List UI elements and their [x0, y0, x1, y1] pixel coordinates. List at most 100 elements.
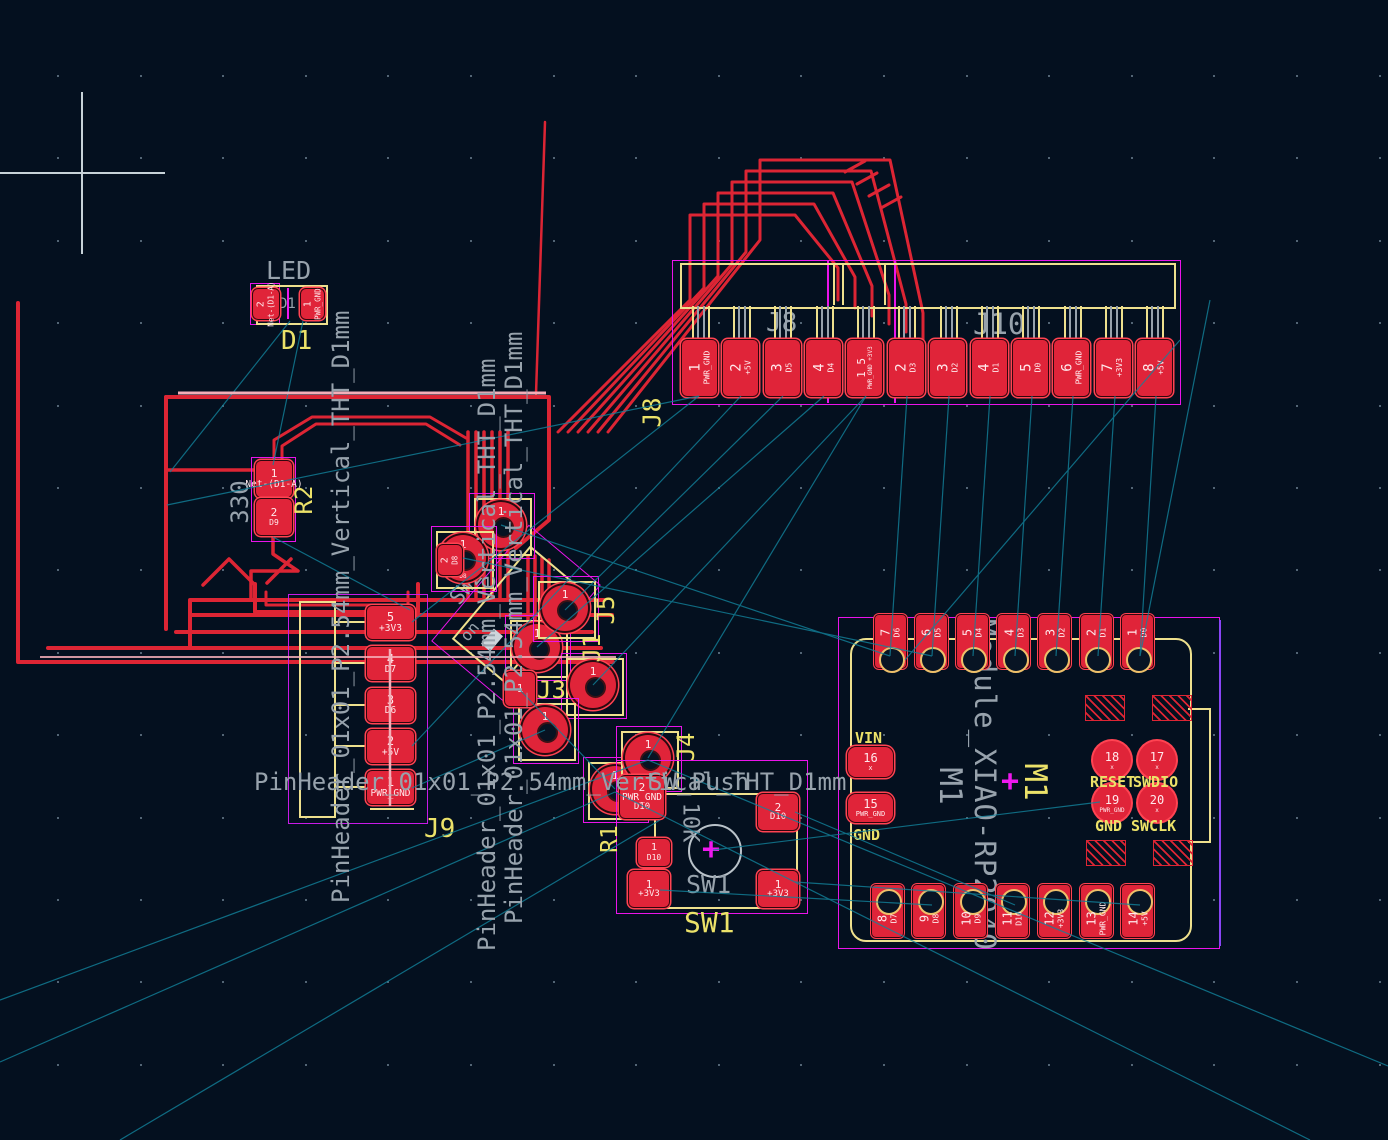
grid-dot: [883, 75, 885, 77]
m1-reset-label: RESET: [1090, 773, 1136, 791]
j9-pad-2[interactable]: 2+5V: [367, 729, 414, 763]
sw1-pad-1-left[interactable]: 1+3V3: [629, 871, 669, 907]
grid-dot: [1048, 239, 1051, 242]
j8-pin-stem: [939, 306, 942, 340]
grid-dot: [1378, 487, 1381, 489]
pin-header-pad-4[interactable]: 1: [542, 585, 588, 631]
j8-pin-stem: [997, 306, 1000, 340]
j9-pin-tick: [334, 703, 367, 706]
sw1-pad-1-right[interactable]: 1+3V3: [758, 871, 798, 907]
j8-pin-stem-fab: [820, 306, 823, 340]
j9-pin-tick: [334, 662, 367, 665]
j8-pin-stem-fab: [826, 306, 829, 340]
j8-pin-stem: [1105, 306, 1108, 340]
j8-pin-stem-fab: [909, 306, 912, 340]
j8-pin-stem-fab: [743, 306, 746, 340]
grid-dot: [635, 75, 638, 77]
j8-pin-stem-fab: [950, 306, 953, 340]
j1-ref: J1: [578, 633, 606, 663]
grid-dot: [1048, 322, 1051, 325]
j8-pin-stem: [748, 306, 751, 340]
j9-ref: J9: [424, 814, 456, 844]
grid-dot: [883, 734, 885, 737]
grid-dot: [387, 157, 390, 160]
smd-pad-1-j3[interactable]: 1: [505, 672, 535, 706]
j8-fab-ref: J8: [766, 308, 798, 338]
grid-dot: [57, 651, 59, 654]
m1-pad-14[interactable]: 14+5V: [1122, 885, 1154, 937]
j8-pin-stem-fab: [1068, 306, 1071, 340]
m1-swclk-label: SWCLK: [1131, 817, 1177, 835]
grid-dot: [552, 239, 555, 242]
grid-dot: [635, 322, 638, 325]
trace-long-vertical[interactable]: [534, 120, 547, 396]
grid-dot: [552, 322, 555, 325]
grid-dot: [222, 75, 225, 77]
grid-dot: [57, 404, 59, 407]
j8-pin-stem-fab: [696, 306, 699, 340]
j9-pad-5[interactable]: 5+3V3: [367, 606, 414, 639]
grid-dot: [1048, 75, 1051, 77]
pin-header-pad-6[interactable]: 1: [522, 707, 568, 753]
grid-dot: [1296, 487, 1298, 489]
j8-silk-divider: [833, 263, 835, 305]
j8-j10-pad-7[interactable]: 7+3V3: [1095, 340, 1131, 396]
grid-dot: [552, 75, 555, 77]
grid-dot: [800, 239, 803, 242]
j8-silk-divider2: [842, 263, 844, 305]
grid-dot: [1130, 239, 1133, 242]
j8-pin-stem-fab: [1074, 306, 1077, 340]
j8-j10-pad-8[interactable]: 8+5V: [1136, 340, 1172, 396]
j10-courtyard-divider: [894, 260, 896, 403]
m1-keepout-4: [1153, 840, 1193, 866]
grid-dot: [470, 75, 472, 77]
j8-pin-stem: [856, 306, 859, 340]
grid-dot: [470, 322, 472, 325]
grid-dot: [1130, 157, 1133, 160]
grid-dot: [1213, 569, 1216, 572]
j8-pin-stem-fab: [903, 306, 906, 340]
j8-j10-pad-2[interactable]: 2+5V: [723, 340, 759, 396]
j8-pin-stem-fab: [944, 306, 947, 340]
grid-dot: [57, 157, 59, 160]
m1-pad-12[interactable]: 12+3V3: [1038, 885, 1070, 937]
j8-pin-stem: [691, 306, 694, 340]
j8-pin-stem-fab: [779, 306, 782, 340]
grid-dot: [57, 734, 59, 737]
